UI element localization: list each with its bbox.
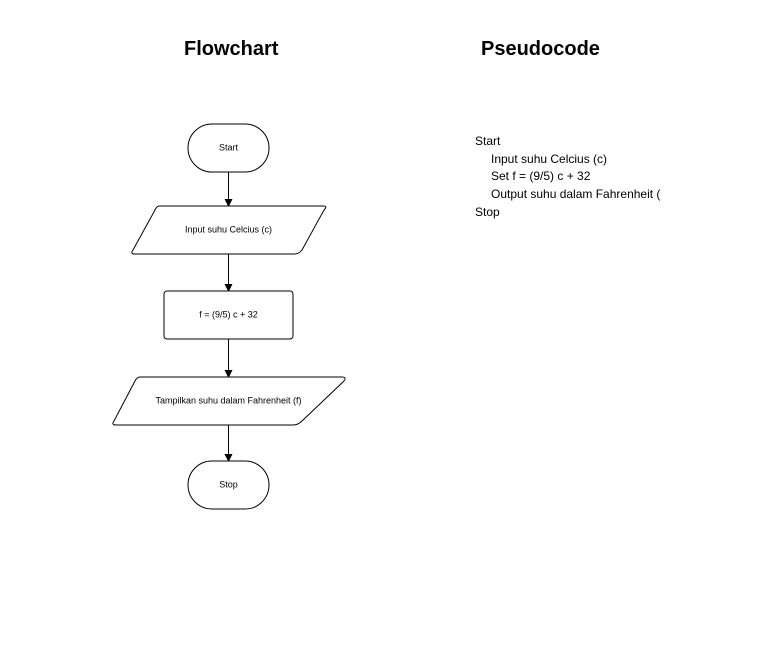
output-label: Tampilkan suhu dalam Fahrenheit (f) bbox=[155, 395, 301, 405]
pseudocode-block: Start Input suhu Celcius (c) Set f = (9/… bbox=[475, 133, 660, 222]
input-label: Input suhu Celcius (c) bbox=[185, 224, 272, 234]
pseudocode-line: Output suhu dalam Fahrenheit ( bbox=[491, 187, 661, 202]
pseudocode-title: Pseudocode bbox=[481, 38, 600, 60]
input-parallelogram bbox=[131, 205, 327, 255]
stop-terminator bbox=[187, 460, 270, 510]
flowchart-title: Flowchart bbox=[184, 38, 279, 60]
start-label: Start bbox=[219, 142, 239, 152]
pseudocode-line: Input suhu Celcius (c) bbox=[491, 151, 608, 166]
process-label: f = (9/5) c + 32 bbox=[199, 309, 258, 319]
pseudocode-line: Set f = (9/5) c + 32 bbox=[491, 169, 591, 184]
pseudocode-stop: Stop bbox=[475, 204, 500, 219]
stop-label: Stop bbox=[219, 479, 238, 489]
output-parallelogram bbox=[112, 376, 346, 426]
pseudocode-start: Start bbox=[475, 134, 501, 148]
